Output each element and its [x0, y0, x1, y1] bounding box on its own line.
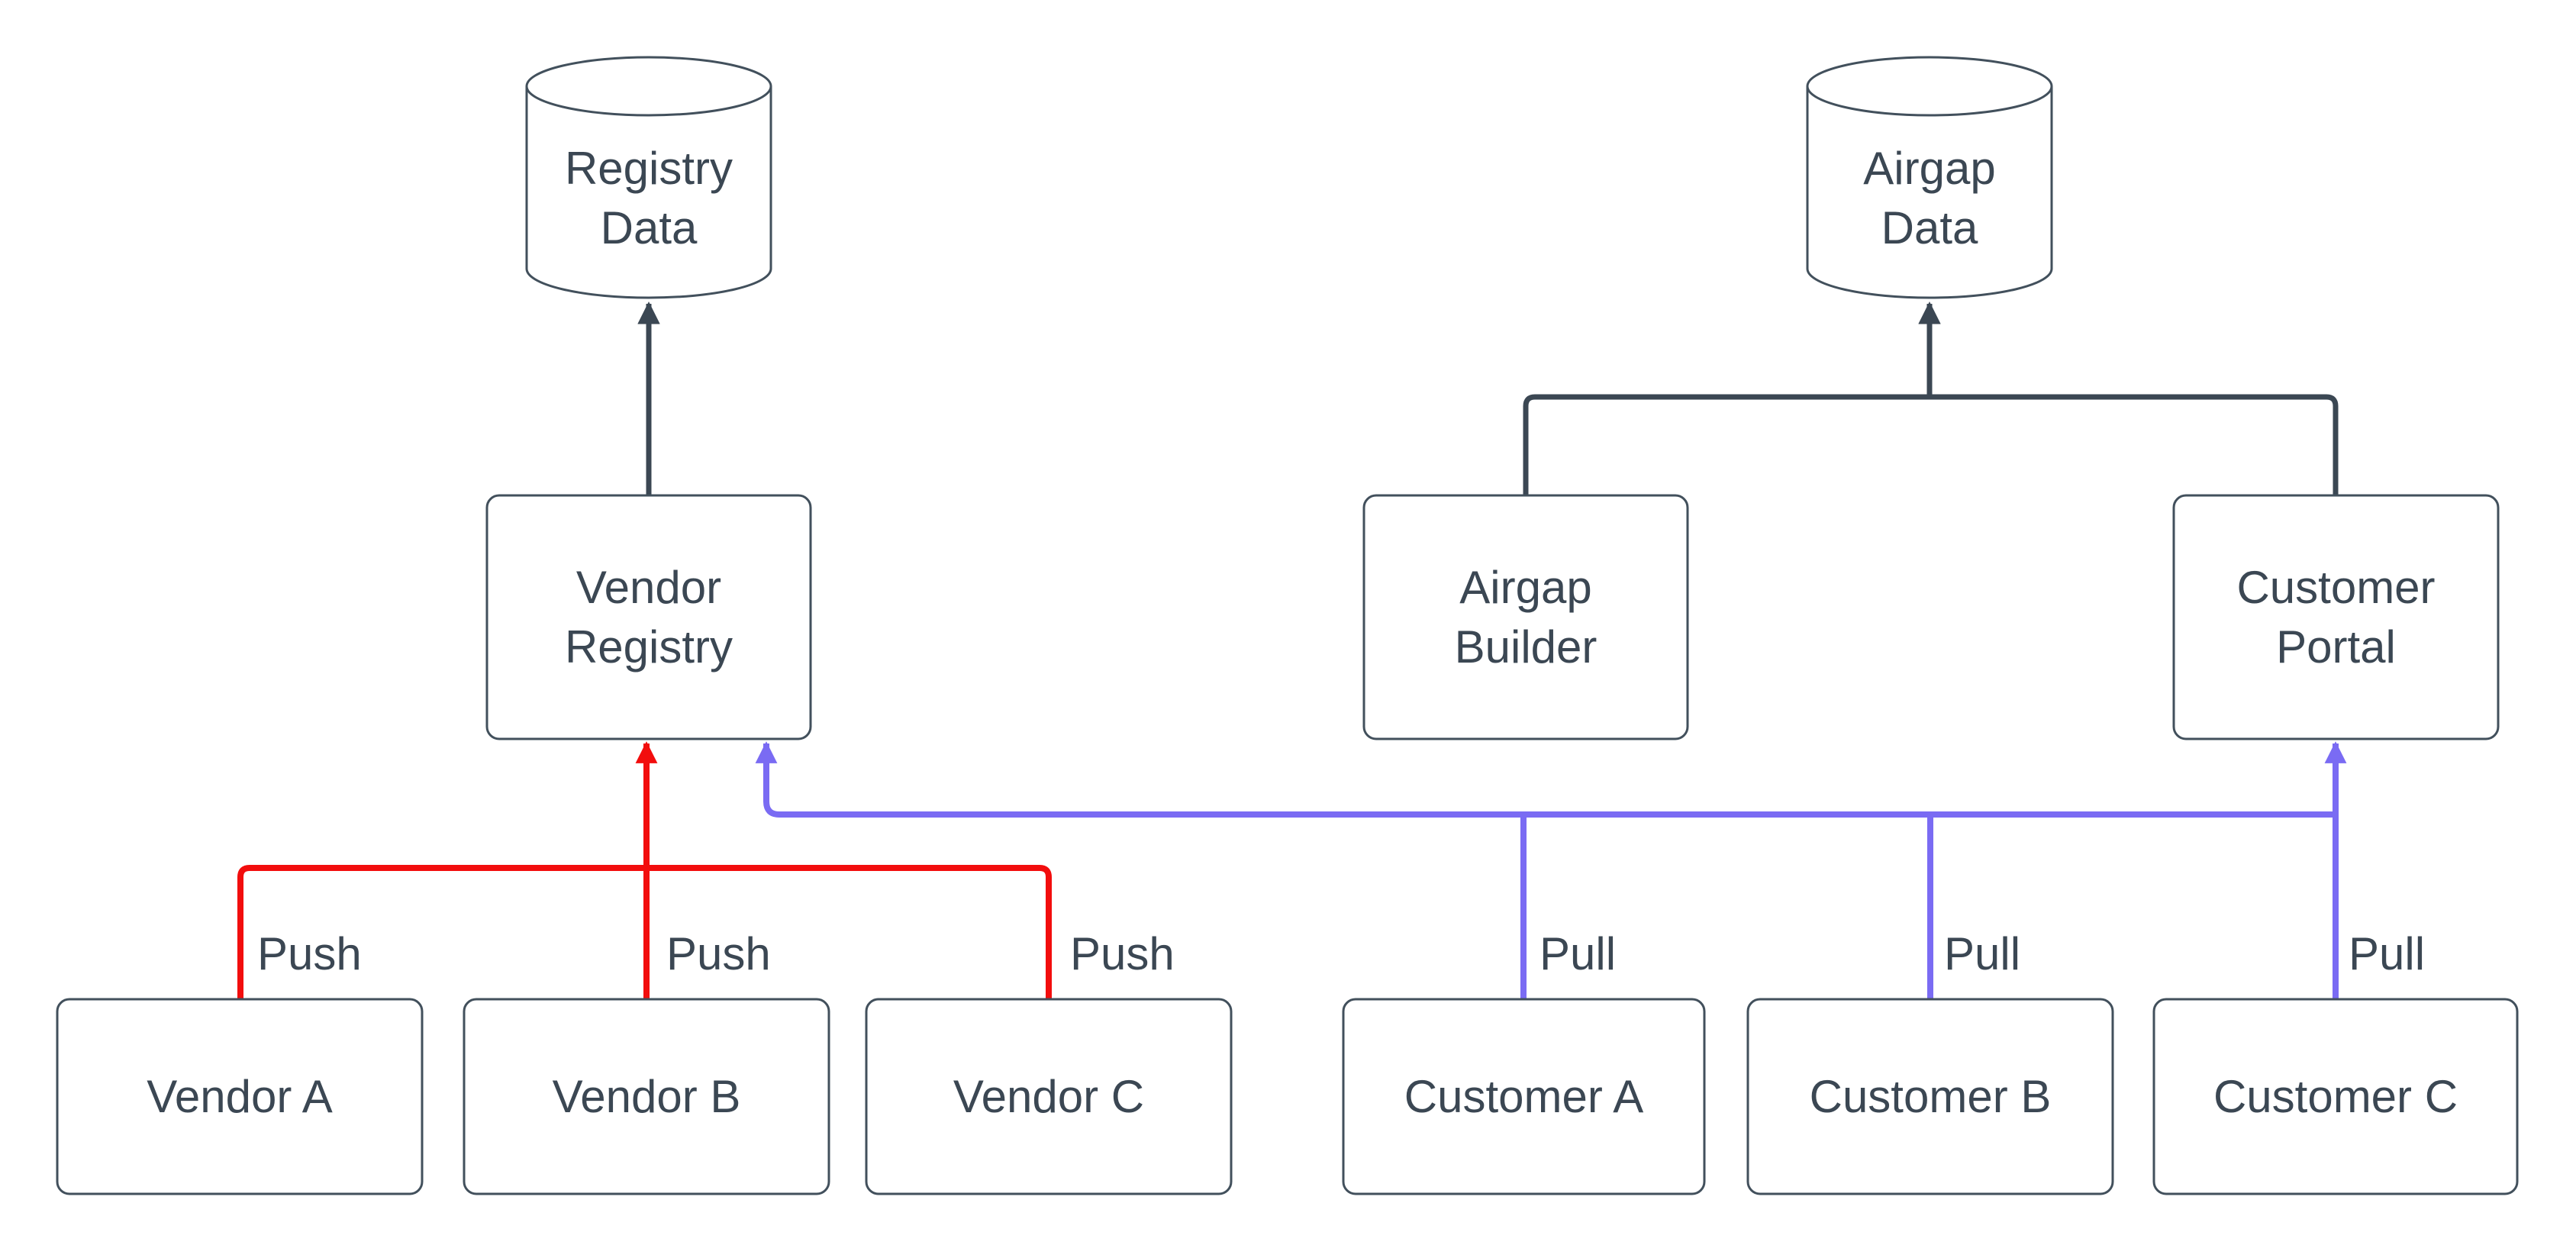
node-customer-a-box [1342, 998, 1706, 1195]
node-customer-portal-box [2172, 494, 2500, 740]
node-vendor-c-box [865, 998, 1233, 1195]
node-vendor-a-box [56, 998, 424, 1195]
registry-data-cylinder-top [525, 56, 772, 117]
edge-pull-trunk-to-vendor-registry [755, 741, 2336, 818]
node-airgap-builder-box [1362, 494, 1689, 740]
node-vendor-registry-box [485, 494, 812, 740]
node-customer-b-box [1746, 998, 2114, 1195]
node-airgap-data [1806, 56, 2053, 299]
airgap-data-cylinder-body [1806, 86, 2053, 299]
airgap-data-cylinder-top [1806, 56, 2053, 117]
edge-airgap-merge-bar [1523, 394, 2339, 495]
node-registry-data [525, 56, 772, 299]
registry-data-cylinder-body [525, 86, 772, 299]
node-vendor-b-box [463, 998, 830, 1195]
node-customer-c-box [2152, 998, 2519, 1195]
